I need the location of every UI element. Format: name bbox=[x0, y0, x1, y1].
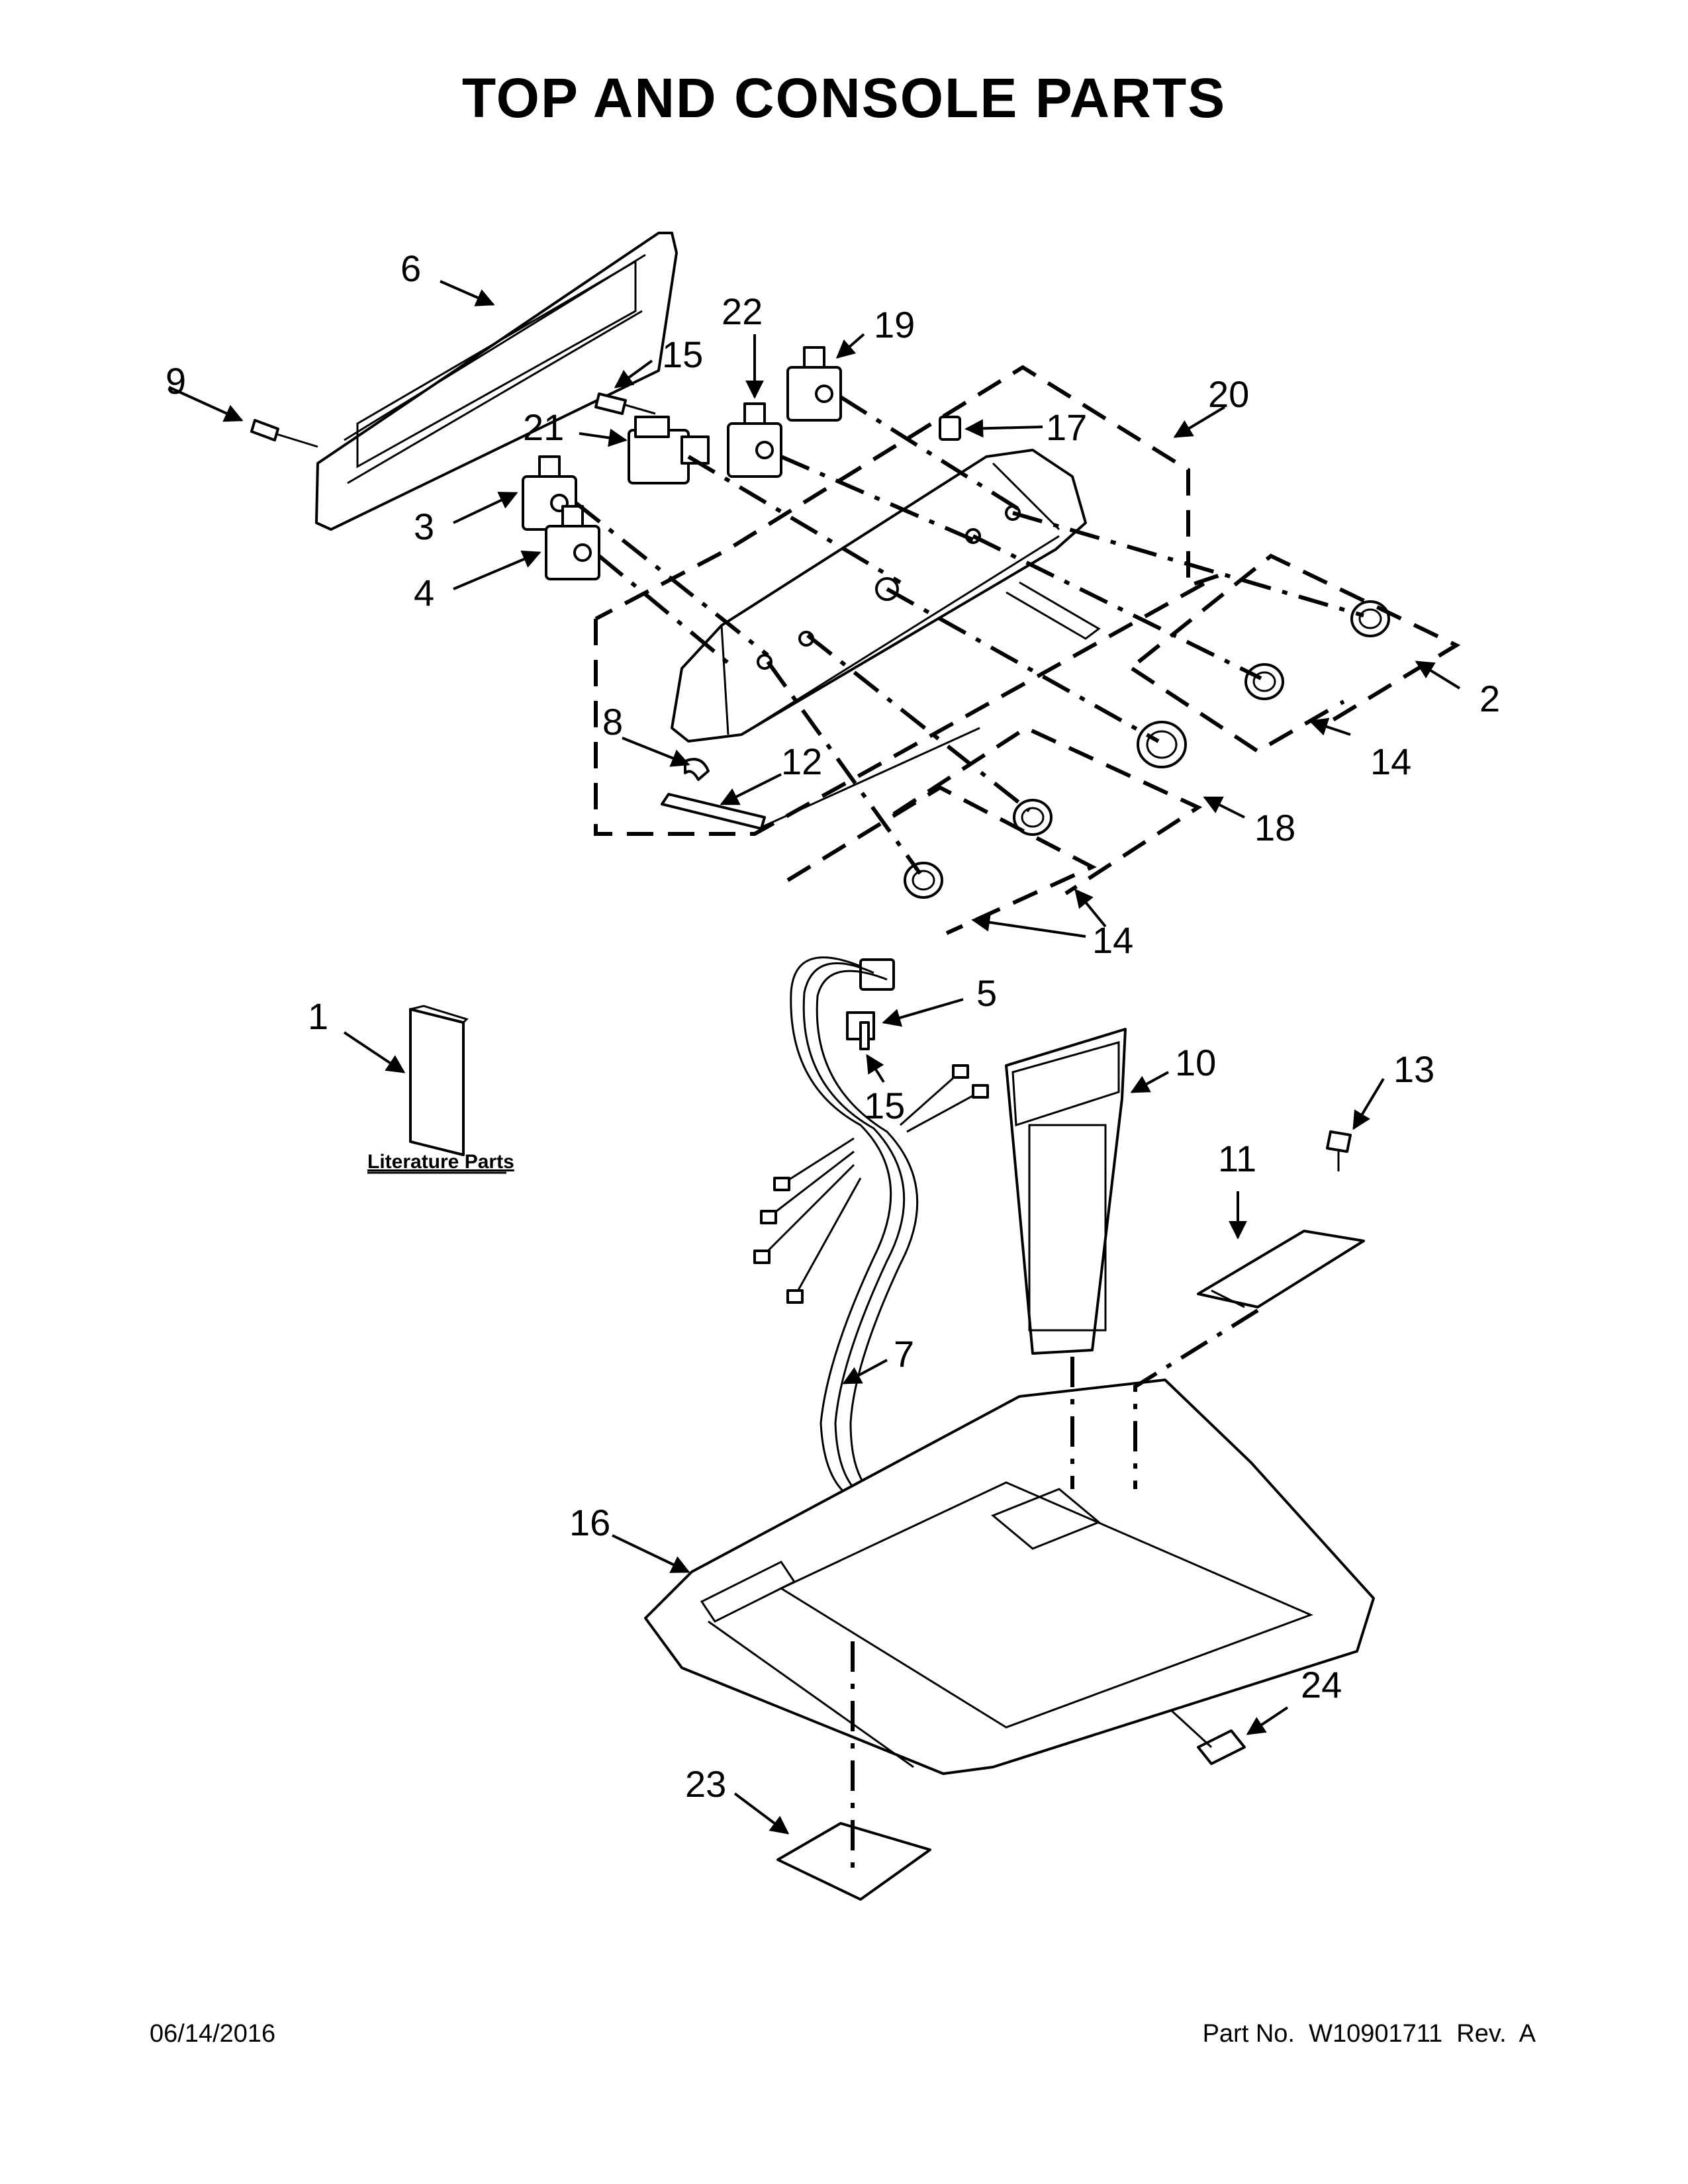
leader-5 bbox=[882, 998, 964, 1027]
callout-24: 24 bbox=[1301, 1664, 1342, 1706]
callout-21: 21 bbox=[523, 406, 564, 448]
footer-date: 06/14/2016 bbox=[150, 2020, 276, 2048]
callout-12: 12 bbox=[781, 741, 822, 782]
leader-6 bbox=[440, 280, 495, 306]
leader-20 bbox=[1173, 406, 1226, 438]
wire-harness-7 bbox=[753, 956, 989, 1504]
footer-part-number: Part No. W10901711 Rev. A bbox=[1202, 2020, 1536, 2048]
callout-16: 16 bbox=[569, 1502, 610, 1543]
leader-23 bbox=[733, 1792, 790, 1835]
top-panel-16 bbox=[644, 1379, 1375, 1775]
leader-14a bbox=[1309, 717, 1351, 736]
screw-15-top bbox=[594, 392, 656, 415]
callout-11: 11 bbox=[1218, 1138, 1256, 1179]
leader-3 bbox=[453, 492, 518, 524]
screw-13 bbox=[1326, 1130, 1352, 1171]
leader-15a bbox=[614, 359, 653, 388]
callout-13: 13 bbox=[1393, 1048, 1434, 1090]
callout-10: 10 bbox=[1175, 1042, 1216, 1083]
leader-19 bbox=[835, 333, 865, 359]
pad-23 bbox=[776, 1641, 931, 1901]
leader-16 bbox=[612, 1534, 690, 1573]
clip-8 bbox=[684, 758, 710, 781]
clip-17 bbox=[939, 416, 961, 441]
leader-14b-upper bbox=[1074, 888, 1107, 928]
knob-14-right bbox=[1244, 663, 1284, 700]
leader-8 bbox=[622, 737, 690, 767]
callout-1: 1 bbox=[308, 995, 328, 1037]
leader-2 bbox=[1415, 660, 1461, 690]
leader-17 bbox=[964, 419, 1043, 438]
callout-14-right: 14 bbox=[1370, 741, 1411, 782]
leader-21 bbox=[579, 428, 628, 447]
leader-14b-lower bbox=[971, 913, 1086, 938]
callout-23: 23 bbox=[685, 1763, 726, 1805]
leader-18 bbox=[1203, 796, 1245, 819]
knob-14-left bbox=[904, 862, 943, 899]
rotary-switch-21 bbox=[628, 416, 710, 484]
knob-2 bbox=[1350, 600, 1390, 637]
callout-20: 20 bbox=[1208, 373, 1249, 415]
leader-12 bbox=[720, 773, 782, 805]
literature-parts-label: Literature Parts bbox=[367, 1151, 514, 1173]
leader-4 bbox=[453, 550, 541, 590]
screw-9 bbox=[250, 419, 318, 448]
badge-24 bbox=[1170, 1709, 1246, 1765]
callout-2: 2 bbox=[1479, 678, 1500, 719]
push-switch-4 bbox=[545, 505, 600, 580]
callout-19: 19 bbox=[874, 304, 915, 345]
callout-6: 6 bbox=[400, 248, 421, 289]
page-title: TOP AND CONSOLE PARTS bbox=[461, 67, 1227, 129]
console-rear-panel bbox=[315, 232, 678, 531]
callout-15-harness: 15 bbox=[864, 1085, 905, 1126]
cover-11 bbox=[1197, 1230, 1365, 1308]
leader-7 bbox=[842, 1359, 888, 1385]
leader-9 bbox=[168, 386, 244, 422]
lint-screen-10 bbox=[1005, 1028, 1127, 1355]
leader-24 bbox=[1246, 1706, 1289, 1735]
knob-14-mid bbox=[1013, 799, 1053, 836]
screw-15-harness bbox=[859, 1021, 870, 1050]
knob-18 bbox=[1137, 721, 1187, 768]
callout-18: 18 bbox=[1254, 807, 1295, 848]
callout-4: 4 bbox=[414, 572, 434, 614]
callout-14-lower: 14 bbox=[1092, 919, 1133, 961]
callout-22: 22 bbox=[722, 291, 763, 332]
push-switch-22 bbox=[727, 402, 782, 478]
console-housing bbox=[671, 449, 1101, 743]
leader-15b bbox=[866, 1054, 885, 1083]
leader-13 bbox=[1352, 1077, 1385, 1130]
callout-17: 17 bbox=[1046, 406, 1087, 448]
callout-3: 3 bbox=[414, 506, 434, 547]
literature-booklet bbox=[409, 1005, 469, 1156]
leader-10 bbox=[1130, 1071, 1169, 1093]
callout-8: 8 bbox=[602, 701, 623, 743]
callout-15-top: 15 bbox=[662, 334, 703, 375]
callout-7: 7 bbox=[894, 1333, 914, 1375]
push-switch-19 bbox=[786, 346, 842, 422]
callout-9: 9 bbox=[165, 360, 186, 402]
leader-1 bbox=[343, 1031, 406, 1073]
callout-5: 5 bbox=[976, 972, 997, 1014]
